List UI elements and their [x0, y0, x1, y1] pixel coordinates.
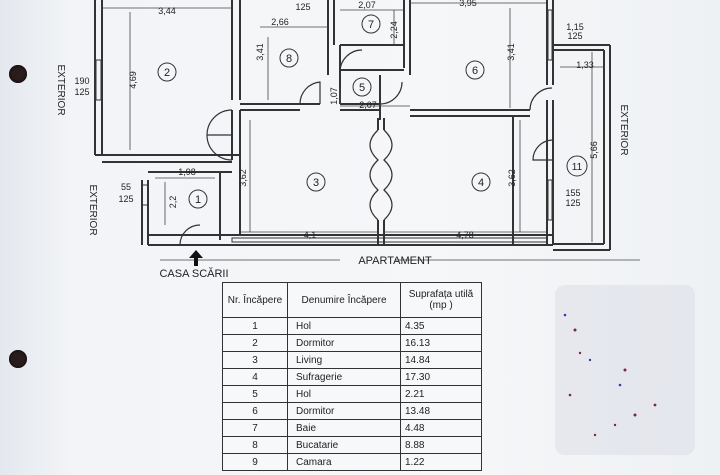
room-number-cell: 9: [222, 453, 288, 471]
room-area-table: Nr. Încăpere Denumire Încăpere Suprafața…: [222, 282, 482, 471]
room-number-cell: 6: [222, 402, 288, 420]
room-area-cell: 2.21: [400, 385, 482, 403]
room-6-number: 6: [472, 65, 478, 77]
room-8-number: 8: [286, 53, 292, 65]
dim-107: 1,07: [329, 87, 339, 105]
room-name-cell: Baie: [287, 419, 401, 437]
stair-label: CASA SCĂRII: [159, 267, 228, 280]
dim-341-right: 3,41: [506, 43, 516, 61]
floor-plan-drawing: 2 8 7 5 6 3 4 1 11 3,44 125 2,66 2,07 3,…: [55, 0, 640, 280]
dim-125-left: 125: [74, 87, 89, 97]
dim-133: 1,33: [576, 60, 594, 70]
room-number-cell: 4: [222, 368, 288, 386]
dim-362-left: 3,62: [238, 169, 248, 187]
room-name-cell: Hol: [287, 317, 401, 335]
room-name-cell: Bucatarie: [287, 436, 401, 454]
room-1-number: 1: [195, 194, 201, 206]
dim-266: 2,66: [271, 17, 289, 27]
room-2-number: 2: [164, 67, 170, 79]
room-area-cell: 14.84: [400, 351, 482, 369]
table-header-row: Nr. Încăpere Denumire Încăpere Suprafața…: [222, 282, 482, 318]
dim-341-left: 3,41: [255, 43, 265, 61]
dim-344: 3,44: [158, 6, 176, 16]
room-name-cell: Dormitor: [287, 402, 401, 420]
dim-395: 3,95: [459, 0, 477, 8]
room-name-cell: Dormitor: [287, 334, 401, 352]
room-number-cell: 5: [222, 385, 288, 403]
room-area-cell: 17.30: [400, 368, 482, 386]
room-area-cell: 4.48: [400, 419, 482, 437]
room-number-cell: 1: [222, 317, 288, 335]
room-area-cell: 16.13: [400, 334, 482, 352]
exterior-label-left-bottom: EXTERIOR: [87, 184, 98, 235]
dim-362-right: 3,62: [507, 169, 517, 187]
dim-478: 4,78: [456, 230, 474, 240]
dim-207-mid: 2,07: [359, 100, 377, 110]
dim-190: 190: [74, 76, 89, 86]
room-number-cell: 7: [222, 419, 288, 437]
exterior-label-left-top: EXTERIOR: [55, 64, 66, 115]
redacted-stamp-area: [555, 285, 695, 455]
room-name-cell: Sufragerie: [287, 368, 401, 386]
room-area-cell: 8.88: [400, 436, 482, 454]
room-11-number: 11: [572, 162, 583, 173]
dim-469: 4,69: [128, 71, 138, 89]
room-area-cell: 1.22: [400, 453, 482, 471]
header-room-number: Nr. Încăpere: [222, 282, 288, 318]
binder-hole-bottom: [9, 350, 27, 368]
room-3-number: 3: [313, 177, 319, 189]
room-5-number: 5: [359, 82, 365, 94]
dim-125-hol: 125: [118, 194, 133, 204]
room-name-cell: Hol: [287, 385, 401, 403]
dim-125-right: 125: [567, 31, 582, 41]
room-area-cell: 13.48: [400, 402, 482, 420]
entrance-arrow-icon: [189, 250, 203, 266]
room-area-cell: 4.35: [400, 317, 482, 335]
dim-55: 55: [121, 182, 131, 192]
apartment-label: APARTAMENT: [358, 255, 432, 267]
room-7-number: 7: [368, 19, 374, 31]
room-number-cell: 8: [222, 436, 288, 454]
exterior-label-right: EXTERIOR: [618, 104, 629, 155]
room-name-cell: Living: [287, 351, 401, 369]
binder-hole-top: [9, 65, 27, 83]
dim-125-balcony: 125: [565, 198, 580, 208]
dim-207-top: 2,07: [358, 0, 376, 10]
room-4-number: 4: [478, 177, 484, 189]
room-name-cell: Camara: [287, 453, 401, 471]
header-room-area: Suprafața utilă (mp ): [400, 282, 482, 318]
dim-566: 5,66: [589, 141, 599, 159]
header-room-name: Denumire Încăpere: [287, 282, 401, 318]
room-number-cell: 2: [222, 334, 288, 352]
dim-198: 1,98: [178, 167, 196, 177]
dim-115: 1,15: [566, 22, 584, 32]
dim-125-top: 125: [295, 2, 310, 12]
dim-155: 155: [565, 188, 580, 198]
dim-224: 2,24: [389, 21, 399, 39]
dim-22: 2,2: [168, 196, 178, 209]
room-number-cell: 3: [222, 351, 288, 369]
dim-41: 4,1: [304, 230, 317, 240]
